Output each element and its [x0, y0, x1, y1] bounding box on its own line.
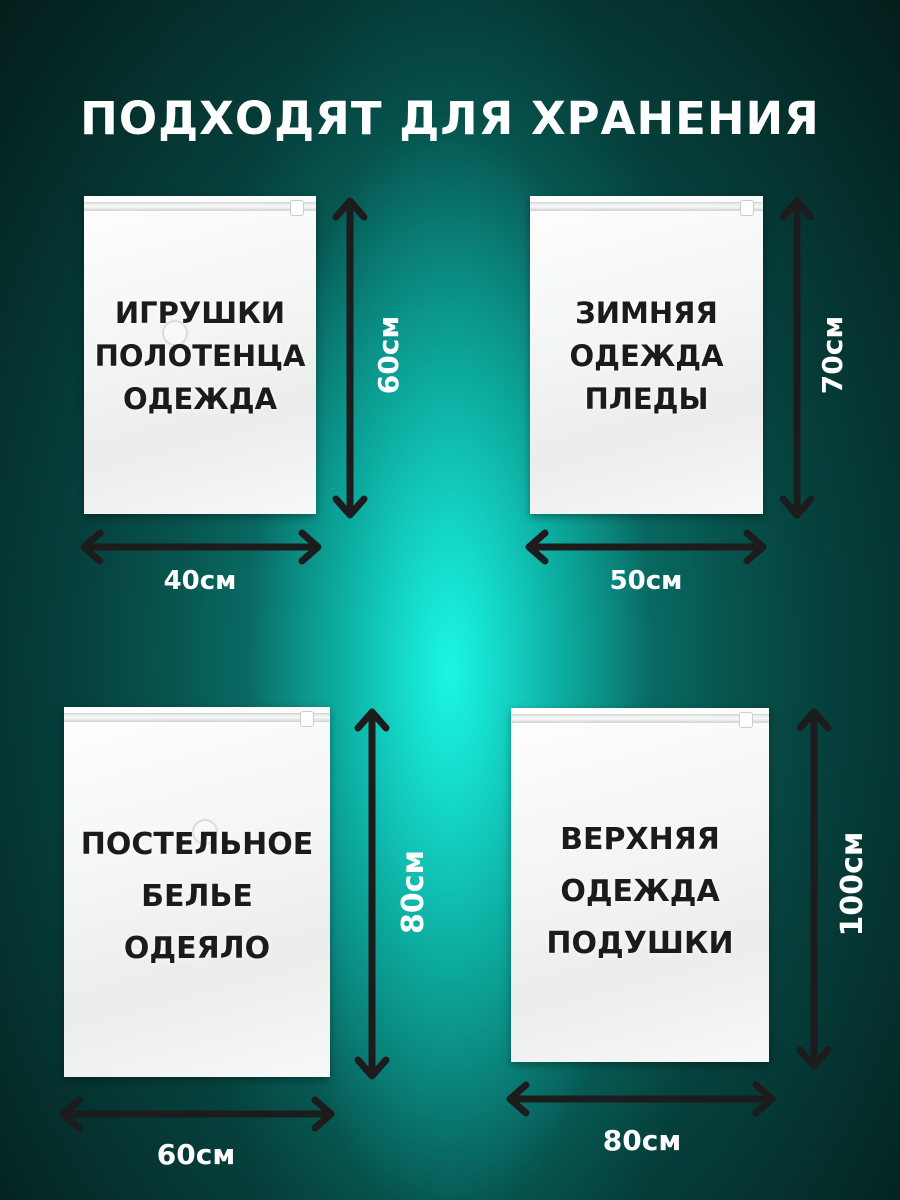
page-title: ПОДХОДЯТ ДЛЯ ХРАНЕНИЯ — [80, 92, 820, 145]
width-arrow-2 — [525, 529, 767, 565]
width-arrow-1 — [80, 529, 322, 565]
height-arrow-3 — [354, 708, 390, 1080]
width-label-1: 40см — [163, 566, 237, 596]
width-arrow-4 — [506, 1081, 776, 1117]
height-label-4: 100см — [835, 831, 870, 937]
width-label-4: 80см — [602, 1124, 682, 1157]
zipper — [64, 711, 330, 727]
height-label-1: 60см — [372, 315, 405, 395]
height-arrow-4 — [796, 708, 832, 1070]
height-label-2: 70см — [816, 315, 849, 395]
zipper — [511, 712, 769, 728]
width-label-3: 60см — [156, 1138, 236, 1171]
width-label-2: 50см — [609, 566, 683, 596]
width-arrow-3 — [59, 1096, 335, 1132]
zipper — [530, 200, 763, 216]
height-arrow-2 — [779, 197, 815, 519]
height-arrow-1 — [332, 197, 368, 519]
zipper — [84, 200, 316, 216]
valve-icon — [192, 819, 218, 845]
valve-icon — [162, 320, 188, 346]
height-label-3: 80см — [396, 849, 431, 935]
